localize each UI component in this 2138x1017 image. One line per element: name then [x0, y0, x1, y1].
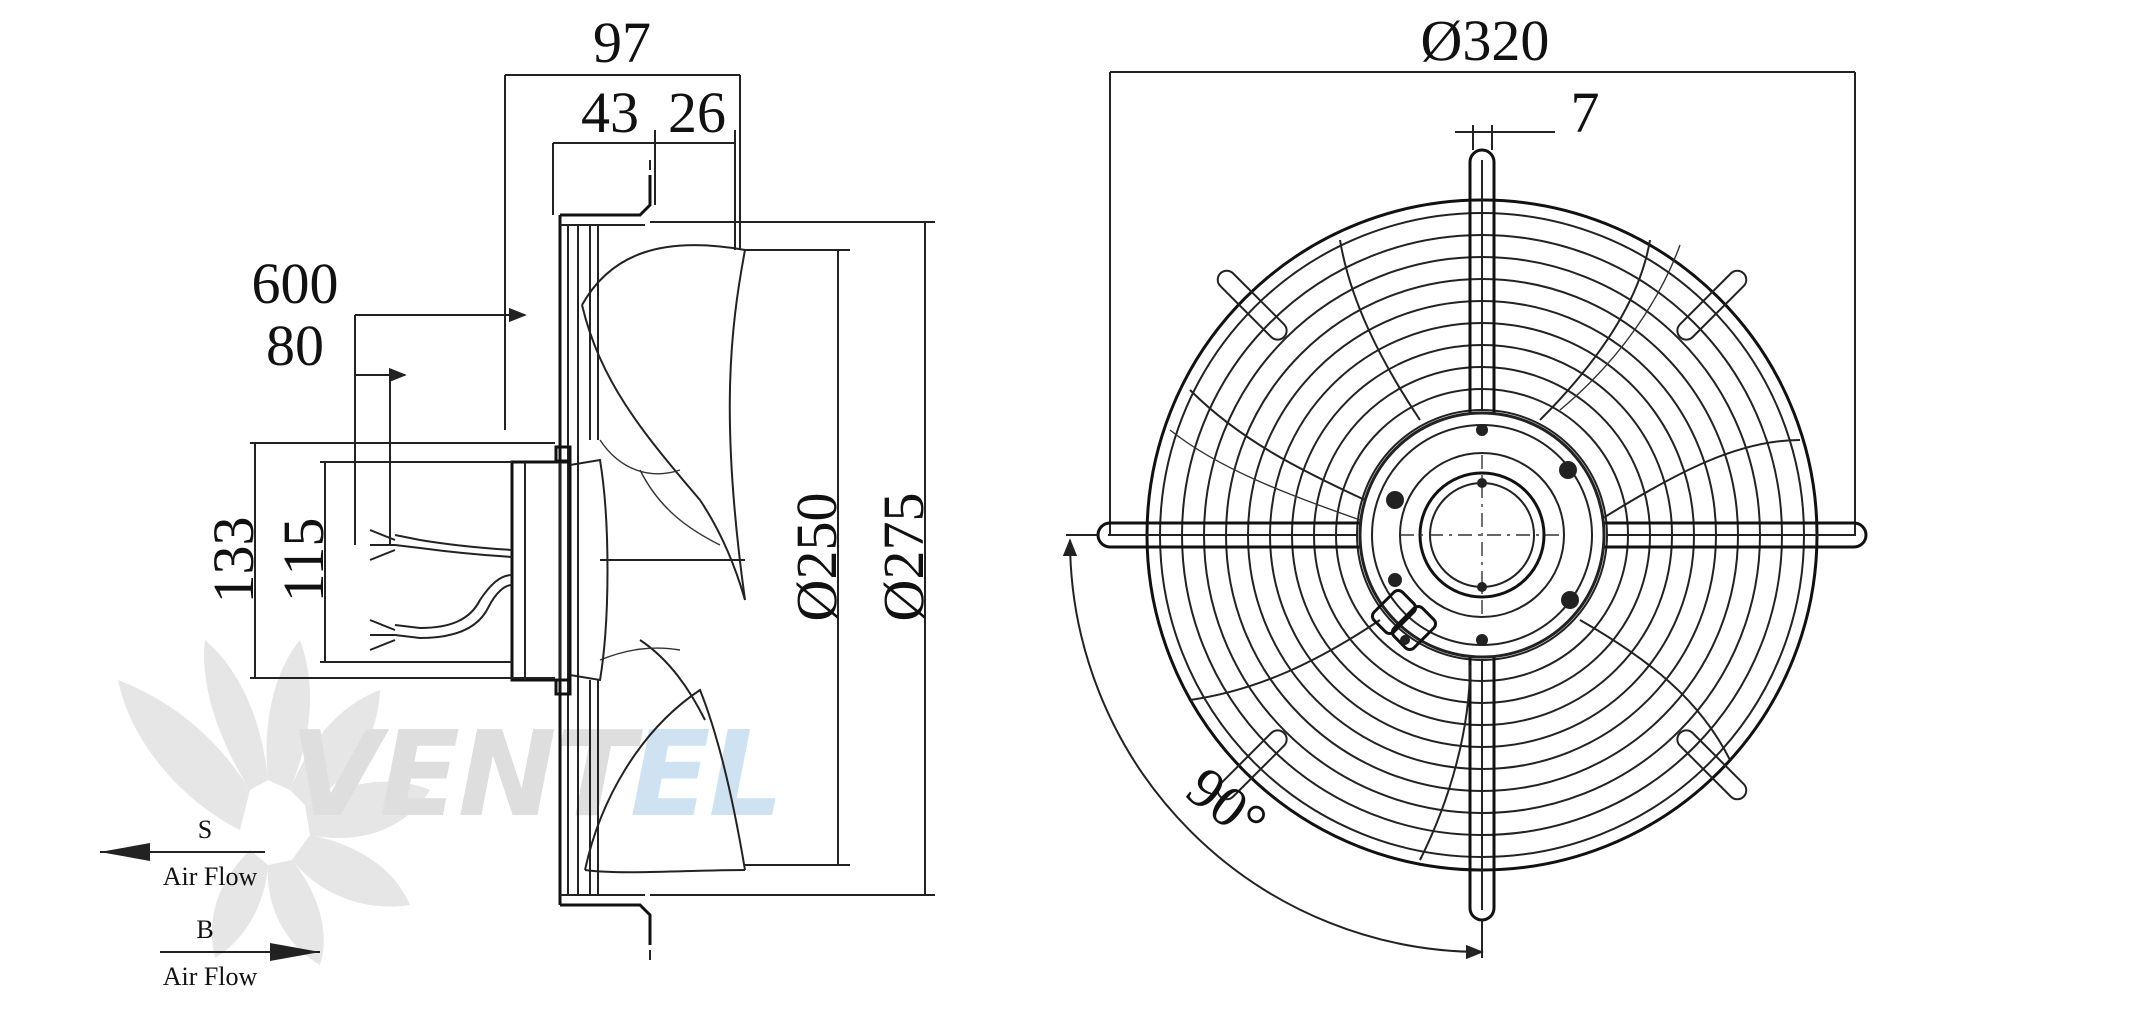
- cables: [369, 529, 513, 651]
- dim-600: 600: [252, 251, 527, 545]
- dim-90-label: 90°: [1175, 754, 1279, 855]
- motor-side: [510, 445, 745, 696]
- watermark-fan-icon: [118, 640, 430, 965]
- airflow-s-label: Air Flow: [163, 862, 258, 891]
- dim-97-label: 97: [593, 10, 651, 75]
- motor-hub-front: [1358, 411, 1606, 659]
- dim-250: Ø250: [745, 249, 850, 866]
- airflow-s: S Air Flow: [100, 815, 265, 891]
- dim-250-label: Ø250: [784, 493, 849, 622]
- airflow-s-letter: S: [198, 815, 212, 844]
- dim-7: 7: [1455, 80, 1600, 150]
- airflow-b-label: Air Flow: [163, 962, 258, 991]
- dim-7-label: 7: [1571, 80, 1600, 145]
- airflow-b: B Air Flow: [160, 915, 320, 991]
- dim-26-label: 26: [668, 80, 726, 145]
- dim-80-label: 80: [266, 313, 324, 378]
- dim-275: Ø275: [650, 221, 936, 896]
- dim-600-label: 600: [252, 251, 339, 316]
- blade-upper: [581, 244, 747, 601]
- dim-320: Ø320: [1109, 8, 1856, 535]
- dim-80: 80: [266, 313, 407, 545]
- front-view: Ø320 7: [1062, 8, 1868, 960]
- dim-133: 133: [201, 442, 555, 679]
- dim-43-26: 43 26: [552, 80, 736, 250]
- watermark: VENT EL: [118, 640, 784, 965]
- dim-275-label: Ø275: [871, 493, 936, 622]
- dim-97: 97: [504, 10, 741, 430]
- watermark-brand-gray: VENT: [290, 705, 644, 843]
- blade-lower: [584, 639, 746, 874]
- dim-133-label: 133: [201, 517, 266, 604]
- airflow-b-letter: B: [196, 915, 213, 944]
- dim-43-label: 43: [581, 80, 639, 145]
- dim-115: 115: [271, 461, 512, 663]
- dim-115-label: 115: [271, 518, 336, 603]
- side-view: 97 43 26: [100, 10, 936, 991]
- watermark-brand-blue: EL: [630, 705, 782, 843]
- dim-320-label: Ø320: [1421, 8, 1550, 73]
